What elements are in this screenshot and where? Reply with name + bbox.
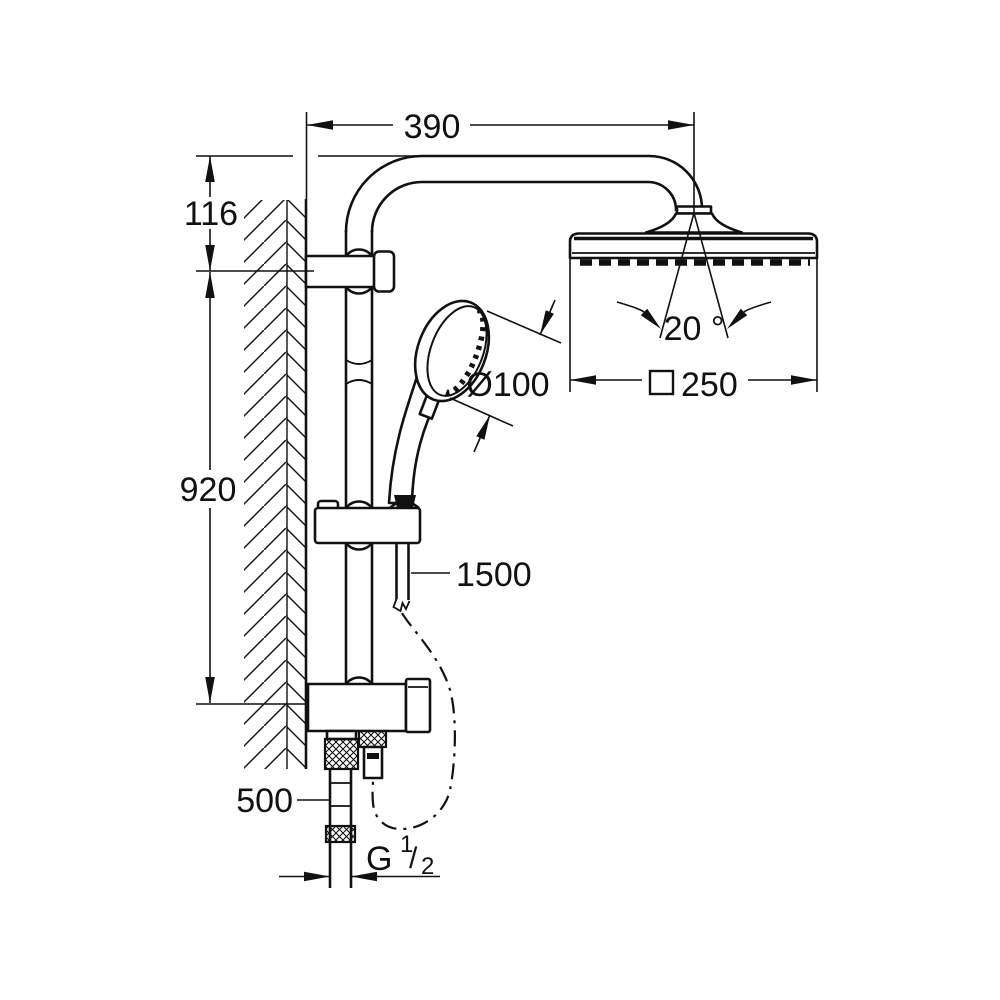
dim-100-arrow-lower	[476, 415, 490, 440]
diverter-knob	[404, 677, 432, 734]
hose-connector-mark	[367, 753, 379, 759]
dimension-920: 920	[180, 272, 308, 705]
shower-arm	[344, 154, 704, 233]
head-shower	[568, 205, 819, 266]
shower-rail	[344, 230, 374, 684]
head-size-label: 250	[681, 366, 738, 404]
glide-bracket-body	[313, 506, 422, 545]
ext-line-face-top	[486, 310, 562, 344]
glide-bracket-and-hose	[313, 495, 456, 831]
supply-pipe-nut	[324, 824, 357, 844]
dim-390-arrow-left	[307, 120, 333, 130]
dimension-500: 500	[236, 782, 330, 820]
ext-line-face-bottom	[449, 397, 514, 427]
dimension-390: 390	[305, 108, 695, 213]
wall-hatch-left	[244, 200, 287, 769]
dim-250-arrow-right	[791, 375, 817, 385]
glide-bracket-rail-bulge-bottom	[344, 542, 374, 551]
hand-shower	[387, 299, 491, 505]
dim-250-arrow-left	[570, 375, 596, 385]
dimension-1500: 1500	[411, 556, 532, 594]
wall-section	[244, 199, 308, 769]
hose-loop-dashdot	[371, 612, 456, 831]
hose-break-mark	[392, 598, 411, 613]
wall-bracket-rail-bulge-bottom	[344, 286, 374, 295]
handshower-diameter-label: Ø100	[466, 366, 549, 404]
dim-100-arrow-upper	[540, 310, 554, 335]
rail-joint-lower	[345, 379, 373, 385]
rail-joint-upper	[345, 359, 373, 365]
angle-line-right	[693, 212, 729, 339]
dim-thread-arrow-left	[304, 871, 330, 882]
dimension-handshower-diameter: Ø100	[449, 299, 562, 453]
head-mount-dome	[644, 212, 744, 234]
dim-920-arrow-up	[205, 272, 215, 298]
dim-thread-arrow-right	[351, 871, 377, 882]
dim-116-arrow-up	[205, 156, 215, 182]
glide-bracket-rail-bulge-top	[344, 500, 374, 509]
dim-920-label: 920	[180, 471, 237, 509]
arm-inner-edge	[370, 180, 678, 233]
wall-bracket-body	[304, 254, 379, 289]
dim-116-arrow-down	[205, 245, 215, 271]
dim-920-arrow-down	[205, 677, 215, 703]
dimension-116: 116	[184, 155, 426, 272]
angle-arrow-arc-right	[743, 301, 772, 313]
hose-length-label: 1500	[456, 556, 532, 594]
angle-arrow-left	[640, 308, 661, 329]
hand-shower-head	[413, 299, 491, 403]
wall-bracket	[304, 248, 396, 295]
angle-arrow-right	[727, 308, 748, 329]
supply-pipe	[324, 769, 357, 888]
angle-arrow-arc-left	[616, 301, 645, 313]
hand-shower-nozzle-arc	[445, 307, 486, 396]
wall-hatch-right	[287, 200, 306, 769]
hose-nut-knurled	[357, 729, 388, 749]
hand-shower-faceplate-ring	[426, 305, 488, 397]
angle-line-left	[659, 212, 695, 339]
hose-connector	[362, 745, 384, 780]
supply-length-label: 500	[236, 782, 293, 820]
rail-end-bulge	[344, 676, 374, 685]
wall-bracket-rail-bulge-top	[344, 248, 374, 257]
dim-390-label: 390	[404, 108, 461, 146]
glide-bracket-cup	[389, 500, 420, 510]
dim-116-label: 116	[184, 195, 238, 233]
square-symbol	[648, 369, 675, 396]
dimension-250: 250	[569, 258, 818, 404]
supply-nut-knurled	[323, 737, 360, 771]
dimension-head-angle: 20 °	[616, 212, 772, 348]
diverter-housing	[306, 682, 408, 733]
diverter-body	[306, 676, 432, 780]
dim-390-arrow-right	[668, 120, 694, 130]
head-angle-label: 20 °	[664, 310, 725, 348]
supply-nut-lip	[325, 729, 358, 741]
arm-outer-edge	[344, 154, 704, 233]
wall-bracket-knob	[372, 250, 396, 293]
